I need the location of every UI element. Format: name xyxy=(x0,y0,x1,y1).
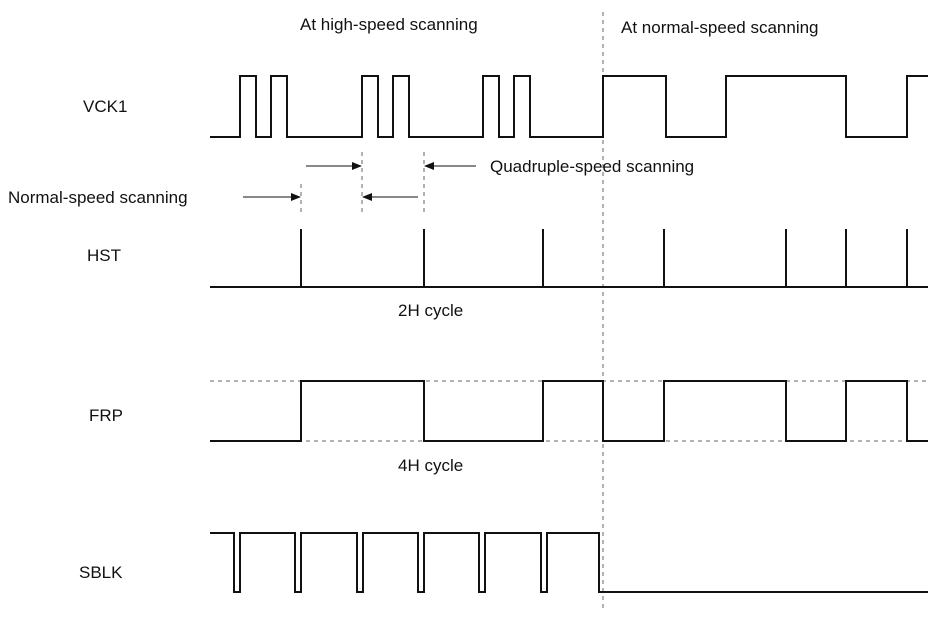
hst-cycle-label: 2H cycle xyxy=(398,301,463,320)
frp-waveform xyxy=(210,380,928,442)
quadruple-speed-label: Quadruple-speed scanning xyxy=(490,157,694,176)
vck1-waveform xyxy=(210,75,928,138)
frp-cycle-label: 4H cycle xyxy=(398,456,463,475)
normal-speed-scanning-label: Normal-speed scanning xyxy=(8,188,188,207)
frp-label: FRP xyxy=(89,406,123,425)
hst-waveform xyxy=(210,229,928,288)
sblk-label: SBLK xyxy=(79,563,123,582)
vck1-label: VCK1 xyxy=(83,97,127,116)
hst-label: HST xyxy=(87,246,121,265)
high-speed-header: At high-speed scanning xyxy=(300,15,478,34)
normal-speed-header: At normal-speed scanning xyxy=(621,18,819,37)
sblk-waveform xyxy=(210,532,928,593)
